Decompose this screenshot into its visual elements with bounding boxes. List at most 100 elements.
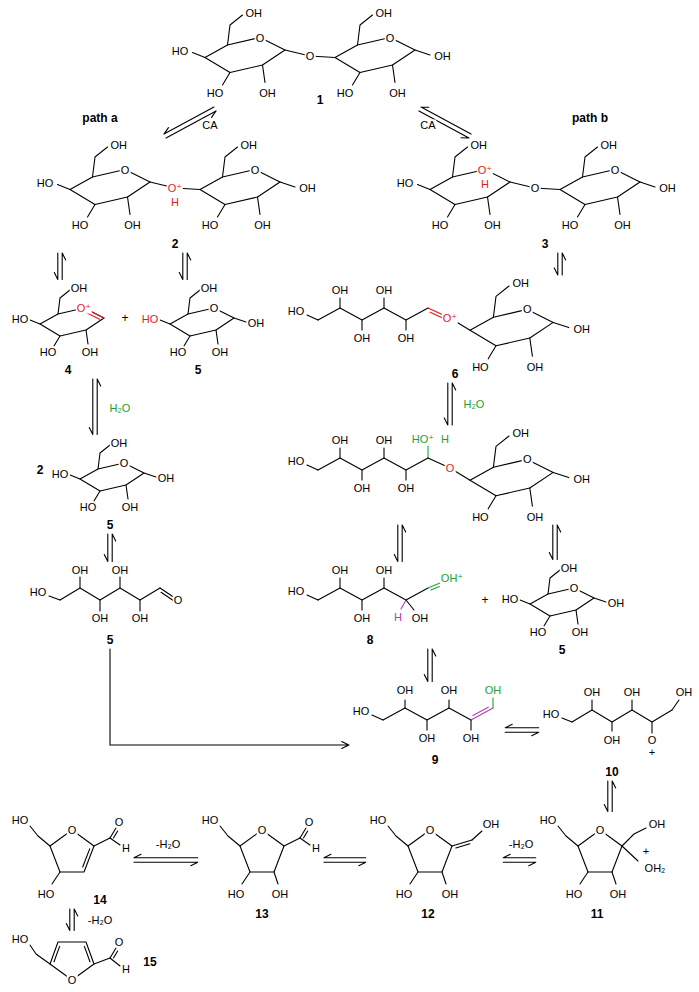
bond-line [318,308,428,320]
atom-label: OH [583,687,602,698]
reaction-arrow [179,253,190,280]
molecule-structure: HOOHOHOHOHOH9 [350,683,505,769]
atom-label: OH [600,139,619,150]
atom-label: HO [287,456,306,467]
bond-line [223,147,238,177]
atom-label: + [648,747,656,758]
atom-label: OH⁺ [440,573,464,584]
bond-line [631,700,632,710]
reagent-label: H₂O [463,399,486,410]
bond-line [471,708,493,720]
atom-label: HO [471,361,490,372]
atom-label: OH [211,347,230,358]
molecule-structure: HOOOHHOOH13 [199,813,323,923]
compound-number: 6 [451,368,460,380]
bond-line [361,600,362,610]
bond-line [358,15,373,45]
bond-line [372,715,383,720]
bond-line [560,170,640,205]
bond-line [594,598,606,602]
atom-label: OH [571,627,590,638]
atom-label: H [440,434,450,445]
bond-line [544,616,550,626]
atom-label: O [120,164,131,175]
atom-label: OH [91,613,110,624]
bond-line [58,290,70,314]
bond-line [128,197,131,215]
atom-label: OH [613,219,632,230]
atom-label: HO [287,306,306,317]
atom-label: HO [395,889,414,900]
atom-label: HO [141,314,160,325]
atom-label: HO [37,889,56,900]
bond-line [170,308,234,336]
bond-line [218,205,226,218]
atom-label: HO [396,178,415,189]
bond-line [578,830,622,872]
bond-line [410,872,418,884]
atom-label: O [114,817,125,828]
bond-line [113,951,117,958]
bond-line [448,205,456,218]
atom-label: O [445,463,456,474]
compound-number: 11 [590,908,605,920]
bond-line [622,828,646,846]
bond-line [110,948,116,958]
bond-line [453,147,468,177]
bond-line [200,170,280,205]
bond-line [393,65,396,83]
bond-line [205,38,285,73]
bond-line [640,182,655,187]
bond-line [611,722,612,731]
bond-line [40,308,104,336]
atom-label: O [255,32,266,43]
atom-label: O [173,595,184,606]
bond-line [580,872,588,884]
atom-label: O⁺ [167,183,183,194]
bond-line [160,320,170,324]
atom-label: HO [561,219,580,230]
bond-line [335,38,415,73]
atom-label: OH [526,361,545,372]
bond-line [318,458,428,470]
bond-line [274,872,278,884]
atom-label: O [67,975,78,986]
atom-label: H [393,612,403,623]
bond-line [94,491,100,501]
bond-line [622,846,638,861]
compound-number: 5 [106,519,115,531]
bond-line [307,465,318,470]
bond-line [672,700,679,710]
bond-line [520,600,530,604]
molecule-structure: HOOOHHO14 [9,813,133,909]
bond-line [553,472,569,477]
bond-line [572,710,672,722]
atom-label: H [170,197,180,208]
compound-number: 9 [431,754,440,766]
atom-label: O [522,454,533,465]
atom-label: O [304,817,315,828]
atom-label: OH [245,7,264,18]
bond-line [83,849,90,867]
atom-label: HO [336,87,355,98]
atom-label: OH [388,87,407,98]
bond-line [188,290,200,314]
bond-line [303,831,307,838]
atom-label: O [257,825,268,836]
bond-line [493,436,509,467]
compound-number: 5 [194,364,203,376]
bond-line [234,318,246,322]
atom-label: OH [573,473,592,484]
molecule-structure: HOOOH15 [9,932,160,988]
atom-label: OH [110,139,129,150]
atom-label: O [647,735,658,746]
bond-line [110,958,120,966]
compound-number: 4 [64,364,73,376]
atom-label: OH [375,285,394,296]
atom-label: OH [131,613,150,624]
bond-line [139,600,140,611]
reaction-arrow [424,649,435,682]
atom-label: OH [71,565,90,576]
bond-line [418,185,431,190]
